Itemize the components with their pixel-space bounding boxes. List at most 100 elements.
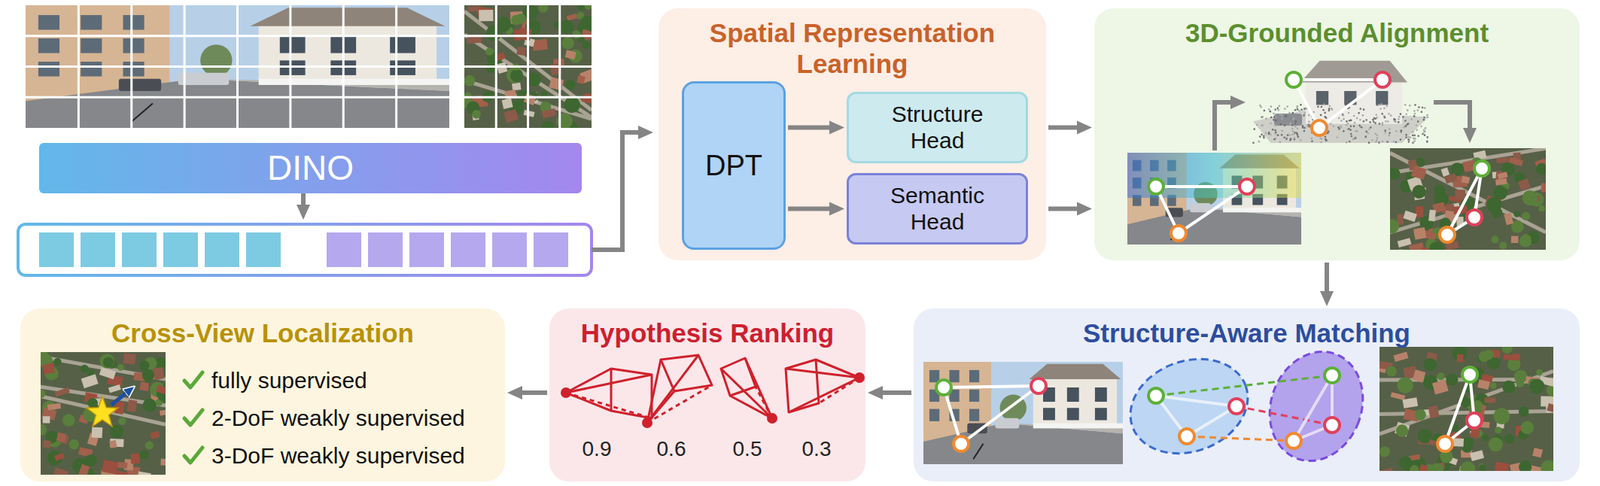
- point-cloud: [1252, 60, 1429, 144]
- tree: [1399, 456, 1413, 471]
- cloud-point: [1329, 123, 1333, 126]
- cloud-point: [1298, 109, 1301, 113]
- pyramid-base: [660, 355, 712, 392]
- token: [368, 232, 403, 268]
- roof: [516, 46, 527, 56]
- roof: [1517, 178, 1531, 192]
- camera-pyramid: [560, 368, 652, 419]
- roof: [91, 427, 104, 439]
- cloud-point: [1307, 125, 1311, 128]
- cloud-point: [1285, 115, 1288, 118]
- cloud-point: [1381, 124, 1385, 127]
- keypoint-graph: [1148, 388, 1245, 445]
- tree: [464, 91, 472, 100]
- cloud-point: [1296, 108, 1299, 111]
- roof: [1495, 178, 1508, 186]
- roof: [1415, 206, 1424, 218]
- grid-line: [464, 34, 592, 37]
- cloud-point: [1384, 116, 1387, 119]
- cloud-point: [1300, 109, 1303, 112]
- sky: [25, 5, 450, 128]
- tree: [62, 413, 75, 426]
- cloud-point: [1407, 138, 1410, 141]
- node-title: Structure-Aware Matching: [913, 317, 1580, 349]
- roof: [108, 384, 122, 393]
- roof: [565, 49, 577, 60]
- head-box: Structure Head: [846, 91, 1029, 164]
- keypoint: [1439, 227, 1455, 243]
- cloud-point: [1283, 107, 1287, 110]
- flow-arrow: [1324, 262, 1330, 299]
- tree: [1411, 185, 1426, 199]
- graph-edge: [1155, 185, 1248, 189]
- token: [492, 232, 527, 268]
- cloud-point: [1265, 132, 1268, 135]
- window: [389, 60, 416, 76]
- cloud-point: [1411, 142, 1415, 145]
- cloud-point: [1281, 114, 1284, 117]
- keypoint: [1474, 161, 1490, 177]
- position-star: [86, 396, 119, 427]
- window: [80, 61, 102, 77]
- node-title: DPT: [705, 149, 763, 183]
- cloud-point: [1292, 117, 1296, 120]
- tree: [1521, 212, 1531, 221]
- tree: [1481, 434, 1489, 442]
- cloud-point: [1374, 133, 1377, 136]
- roof: [117, 462, 128, 469]
- roof: [1457, 354, 1464, 363]
- tree: [142, 398, 157, 413]
- cloud-point: [1406, 109, 1409, 112]
- keypoint-graph: [1437, 367, 1482, 452]
- roof: [1454, 189, 1465, 200]
- node-title: Semantic Head: [866, 182, 1010, 235]
- car: [118, 79, 162, 92]
- cloud-point: [1307, 114, 1311, 117]
- tree: [1504, 434, 1515, 445]
- cloud-point: [1274, 124, 1278, 128]
- cloud-point: [1411, 134, 1415, 137]
- tree: [1429, 462, 1444, 472]
- sky: [923, 361, 1123, 465]
- token: [246, 232, 281, 268]
- roof: [54, 453, 65, 461]
- token: [204, 232, 240, 268]
- cloud-point: [1353, 115, 1356, 118]
- cloud-point: [1376, 136, 1379, 140]
- roof: [139, 382, 150, 392]
- cloud-point: [1381, 140, 1385, 143]
- cloud-point: [1350, 135, 1354, 138]
- roof: [1397, 237, 1412, 248]
- cloud-point: [1426, 139, 1429, 143]
- cloud-point: [1278, 105, 1281, 108]
- cloud-point: [1324, 135, 1327, 138]
- cloud-point: [1371, 139, 1374, 142]
- pyramid-edge: [720, 368, 773, 419]
- cloud-point: [1268, 108, 1271, 111]
- cloud-point: [1325, 116, 1328, 119]
- cloud-point: [1374, 114, 1378, 117]
- cloud-point: [1353, 121, 1357, 125]
- panel-ground: [658, 8, 1047, 261]
- tree: [1518, 406, 1530, 417]
- window: [969, 370, 980, 383]
- tree: [103, 356, 114, 368]
- cloud-point: [1415, 128, 1418, 131]
- cloud-point: [1296, 133, 1299, 137]
- tree: [1540, 460, 1554, 472]
- cloud-point: [1417, 120, 1420, 123]
- roof: [1413, 227, 1427, 241]
- cloud-point: [1360, 126, 1363, 129]
- cloud-point: [1260, 133, 1263, 137]
- cloud-point: [1368, 127, 1371, 131]
- cloud-point: [1421, 133, 1424, 136]
- flow-arrow: [1433, 102, 1470, 136]
- cloud-point: [1426, 115, 1430, 119]
- cloud-point: [1352, 138, 1355, 141]
- tree: [1445, 373, 1458, 386]
- fence: [1033, 423, 1123, 429]
- cloud-point: [1410, 118, 1413, 121]
- cloud-point: [1417, 134, 1420, 137]
- window: [1043, 407, 1056, 420]
- tree: [139, 360, 150, 371]
